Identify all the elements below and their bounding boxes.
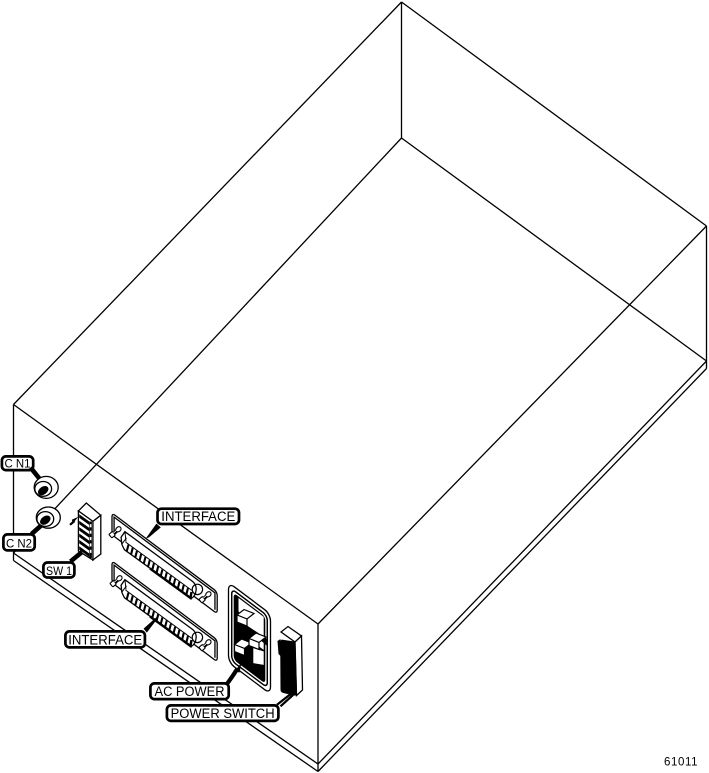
svg-text:SW 1: SW 1 (46, 564, 72, 578)
svg-text:AC POWER: AC POWER (155, 684, 225, 699)
svg-text:C N2: C N2 (6, 536, 32, 550)
svg-text:POWER SWITCH: POWER SWITCH (171, 706, 275, 721)
svg-text:61011: 61011 (664, 757, 698, 769)
svg-text:INTERFACE: INTERFACE (161, 509, 235, 524)
svg-text:C N1: C N1 (5, 456, 31, 470)
svg-text:INTERFACE: INTERFACE (68, 632, 142, 647)
